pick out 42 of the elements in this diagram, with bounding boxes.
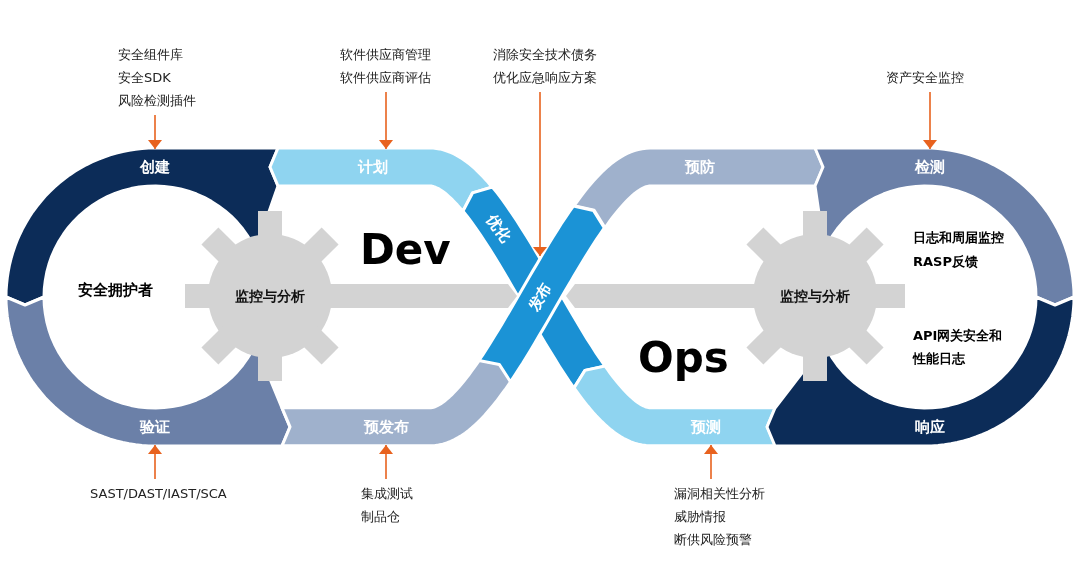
stage-label: 预防: [685, 158, 715, 176]
arrow: [704, 444, 718, 480]
annotation-text: 资产安全监控: [886, 69, 964, 87]
stage-label: 预测: [691, 418, 721, 436]
arrow: [148, 444, 162, 480]
feature-text: 日志和周届监控: [913, 229, 1004, 247]
arrow: [379, 91, 393, 150]
gear-label: 监控与分析: [780, 287, 850, 305]
stage-label: 检测: [915, 158, 945, 176]
stage-label: 发布: [524, 279, 556, 315]
annotation-text: 消除安全技术债务: [493, 46, 597, 64]
annotation-text: 优化应急响应方案: [493, 69, 597, 87]
annotation-text: SAST/DAST/IAST/SCA: [90, 485, 227, 503]
annotation-text: 软件供应商评估: [340, 69, 431, 87]
stage-label: 验证: [140, 418, 170, 436]
annotation-text: 软件供应商管理: [340, 46, 431, 64]
loop-segment: [282, 360, 511, 446]
center-text: 安全拥护者: [78, 280, 153, 301]
stage-label: 优化: [483, 210, 515, 246]
annotation-text: 集成测试: [361, 485, 413, 503]
stage-label: 预发布: [363, 418, 409, 436]
annotation-text: 漏洞相关性分析: [674, 485, 765, 503]
loop-segment: [573, 148, 823, 228]
heading-text: Ops: [638, 332, 729, 384]
stage-label: 计划: [358, 158, 388, 176]
loop-segment: [6, 148, 278, 305]
arrow: [923, 91, 937, 150]
arrow: [533, 91, 547, 257]
annotation-text: 断供风险预警: [674, 531, 752, 549]
feature-text: RASP反馈: [913, 253, 978, 271]
feature-text: API网关安全和性能日志: [913, 327, 1004, 368]
stage-label: 响应: [915, 418, 945, 436]
arrow: [379, 444, 393, 480]
gear-label: 监控与分析: [235, 287, 305, 305]
arrow: [148, 114, 162, 150]
annotation-text: 安全SDK: [118, 69, 171, 87]
annotation-text: 风险检测插件: [118, 92, 196, 110]
heading-text: Dev: [360, 224, 451, 276]
stage-label: 创建: [140, 158, 170, 176]
annotation-text: 制品仓: [361, 508, 400, 526]
annotation-text: 威胁情报: [674, 508, 726, 526]
annotation-text: 安全组件库: [118, 46, 183, 64]
